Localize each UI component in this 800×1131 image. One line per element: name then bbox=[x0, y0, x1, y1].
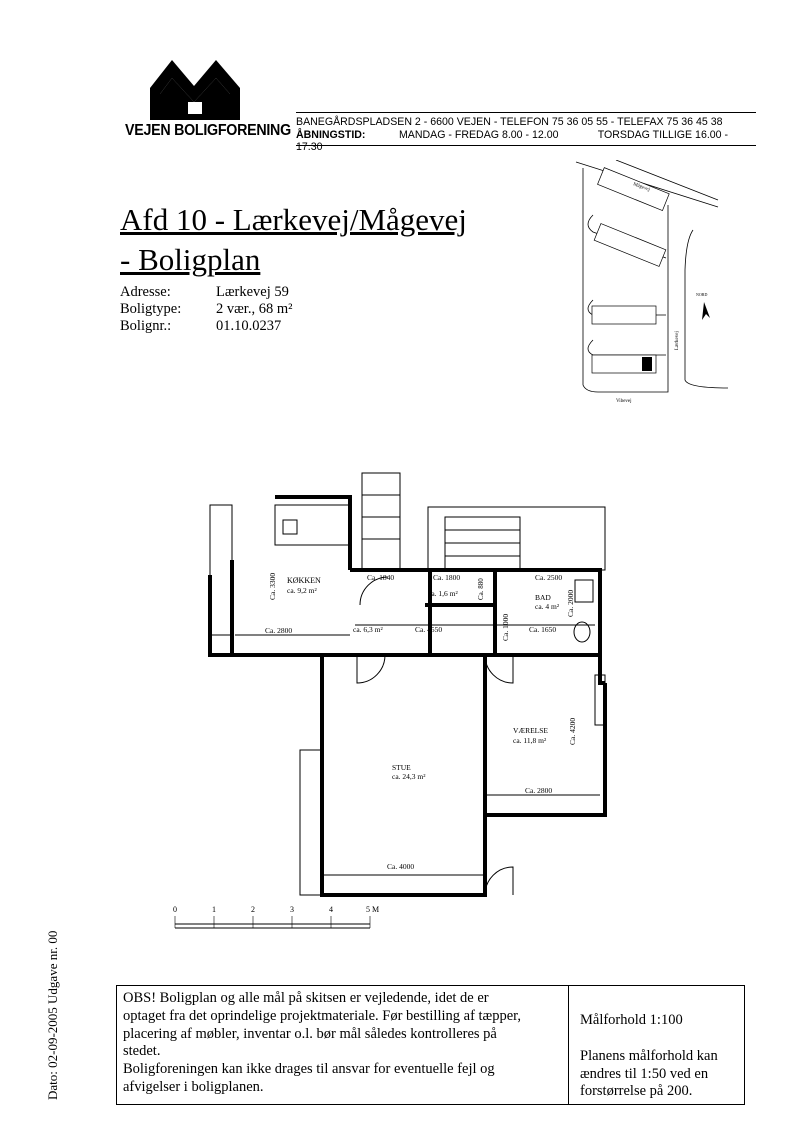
kitchen-area: ca. 9,2 m² bbox=[287, 586, 317, 595]
scale-tick: 0 bbox=[173, 905, 177, 914]
hours-weekdays: MANDAG - FREDAG 8.00 - 12.00 bbox=[398, 129, 559, 141]
passage-height: Ca. 1000 bbox=[501, 614, 510, 641]
floor-plan: KØKKEN ca. 9,2 m² Ca. 2800 Ca. 3300 Ca. … bbox=[208, 472, 607, 897]
scale-bar: 0 1 2 3 4 5 M bbox=[173, 905, 379, 929]
road-magevej: Mågevej bbox=[632, 181, 650, 193]
scale-tick: 1 bbox=[212, 905, 216, 914]
closet-width: Ca. 1800 bbox=[433, 573, 460, 582]
bedroom-width: Ca. 2800 bbox=[525, 786, 552, 795]
bath-name: BAD bbox=[535, 593, 551, 602]
info-number: Bolignr.:01.10.0237 bbox=[120, 318, 282, 334]
hall-top-dim: Ca. 1840 bbox=[367, 573, 394, 582]
header-rule-bottom bbox=[296, 145, 756, 146]
scale-title: Målforhold 1:100 bbox=[580, 1012, 683, 1028]
bath-height: Ca. 2000 bbox=[566, 590, 575, 617]
address-line: BANEGÅRDSPLADSEN 2 - 6600 VEJEN - TELEFO… bbox=[296, 116, 723, 128]
info-address: Adresse:Lærkevej 59 bbox=[120, 284, 289, 300]
north-arrow-icon bbox=[702, 302, 710, 320]
kitchen-height: Ca. 3300 bbox=[268, 573, 277, 600]
bath-width: Ca. 2500 bbox=[535, 573, 562, 582]
title-line-2: - Boligplan bbox=[120, 242, 261, 277]
scale-note: Målforhold 1:100 Planens målforhold kan … bbox=[570, 986, 744, 1104]
site-map: Mågevej Lærkevej Vibevej NORD bbox=[575, 160, 728, 404]
bedroom-area: ca. 11,8 m² bbox=[513, 736, 547, 745]
living-name: STUE bbox=[392, 763, 411, 772]
logo-house-icon bbox=[150, 60, 240, 120]
north-label: NORD bbox=[696, 292, 707, 297]
date-edition-note: Dato: 02-09-2005 Udgave nr. 00 bbox=[45, 930, 60, 1100]
kitchen-width: Ca. 2800 bbox=[265, 626, 292, 635]
bedroom-height: Ca. 4200 bbox=[568, 718, 577, 745]
scale-tick: 4 bbox=[329, 905, 333, 914]
scale-tick: 5 M bbox=[366, 905, 379, 914]
hours-label: ÅBNINGSTID: bbox=[296, 129, 366, 141]
title-line-1: Afd 10 - Lærkevej/Mågevej bbox=[120, 202, 467, 237]
scale-tick: 2 bbox=[251, 905, 255, 914]
living-area: ca. 24,3 m² bbox=[392, 772, 426, 781]
opening-hours: ÅBNINGSTID: MANDAG - FREDAG 8.00 - 12.00… bbox=[296, 129, 756, 153]
disclaimer: OBS! Boligplan og alle mål på skitsen er… bbox=[117, 986, 569, 1104]
scale-tick: 3 bbox=[290, 905, 294, 914]
kitchen-name: KØKKEN bbox=[287, 576, 321, 585]
road-laerkevej: Lærkevej bbox=[675, 331, 680, 350]
living-width: Ca. 4000 bbox=[387, 862, 414, 871]
bath-area: ca. 4 m² bbox=[535, 602, 560, 611]
bath-bottom-dim: Ca. 1650 bbox=[529, 625, 556, 634]
page-title: Afd 10 - Lærkevej/Mågevej - Boligplan bbox=[120, 200, 467, 280]
hall-width: Ca. 4550 bbox=[415, 625, 442, 634]
info-type: Boligtype:2 vær., 68 m² bbox=[120, 301, 293, 317]
hall-area: ca. 6,3 m² bbox=[353, 625, 383, 634]
bedroom-name: VÆRELSE bbox=[513, 726, 548, 735]
property-info: Adresse:Lærkevej 59 Boligtype:2 vær., 68… bbox=[120, 284, 292, 335]
logo-text: VEJEN BOLIGFORENING bbox=[125, 122, 291, 139]
notice-box: OBS! Boligplan og alle mål på skitsen er… bbox=[116, 985, 745, 1105]
closet-area: ca. 1,6 m² bbox=[428, 589, 458, 598]
header-rule-top bbox=[296, 112, 756, 113]
road-vibevej: Vibevej bbox=[616, 399, 632, 404]
closet-height: Ca. 880 bbox=[477, 578, 485, 600]
hours-thursday: TORSDAG TILLIGE 16.00 - 17.30 bbox=[296, 129, 729, 153]
